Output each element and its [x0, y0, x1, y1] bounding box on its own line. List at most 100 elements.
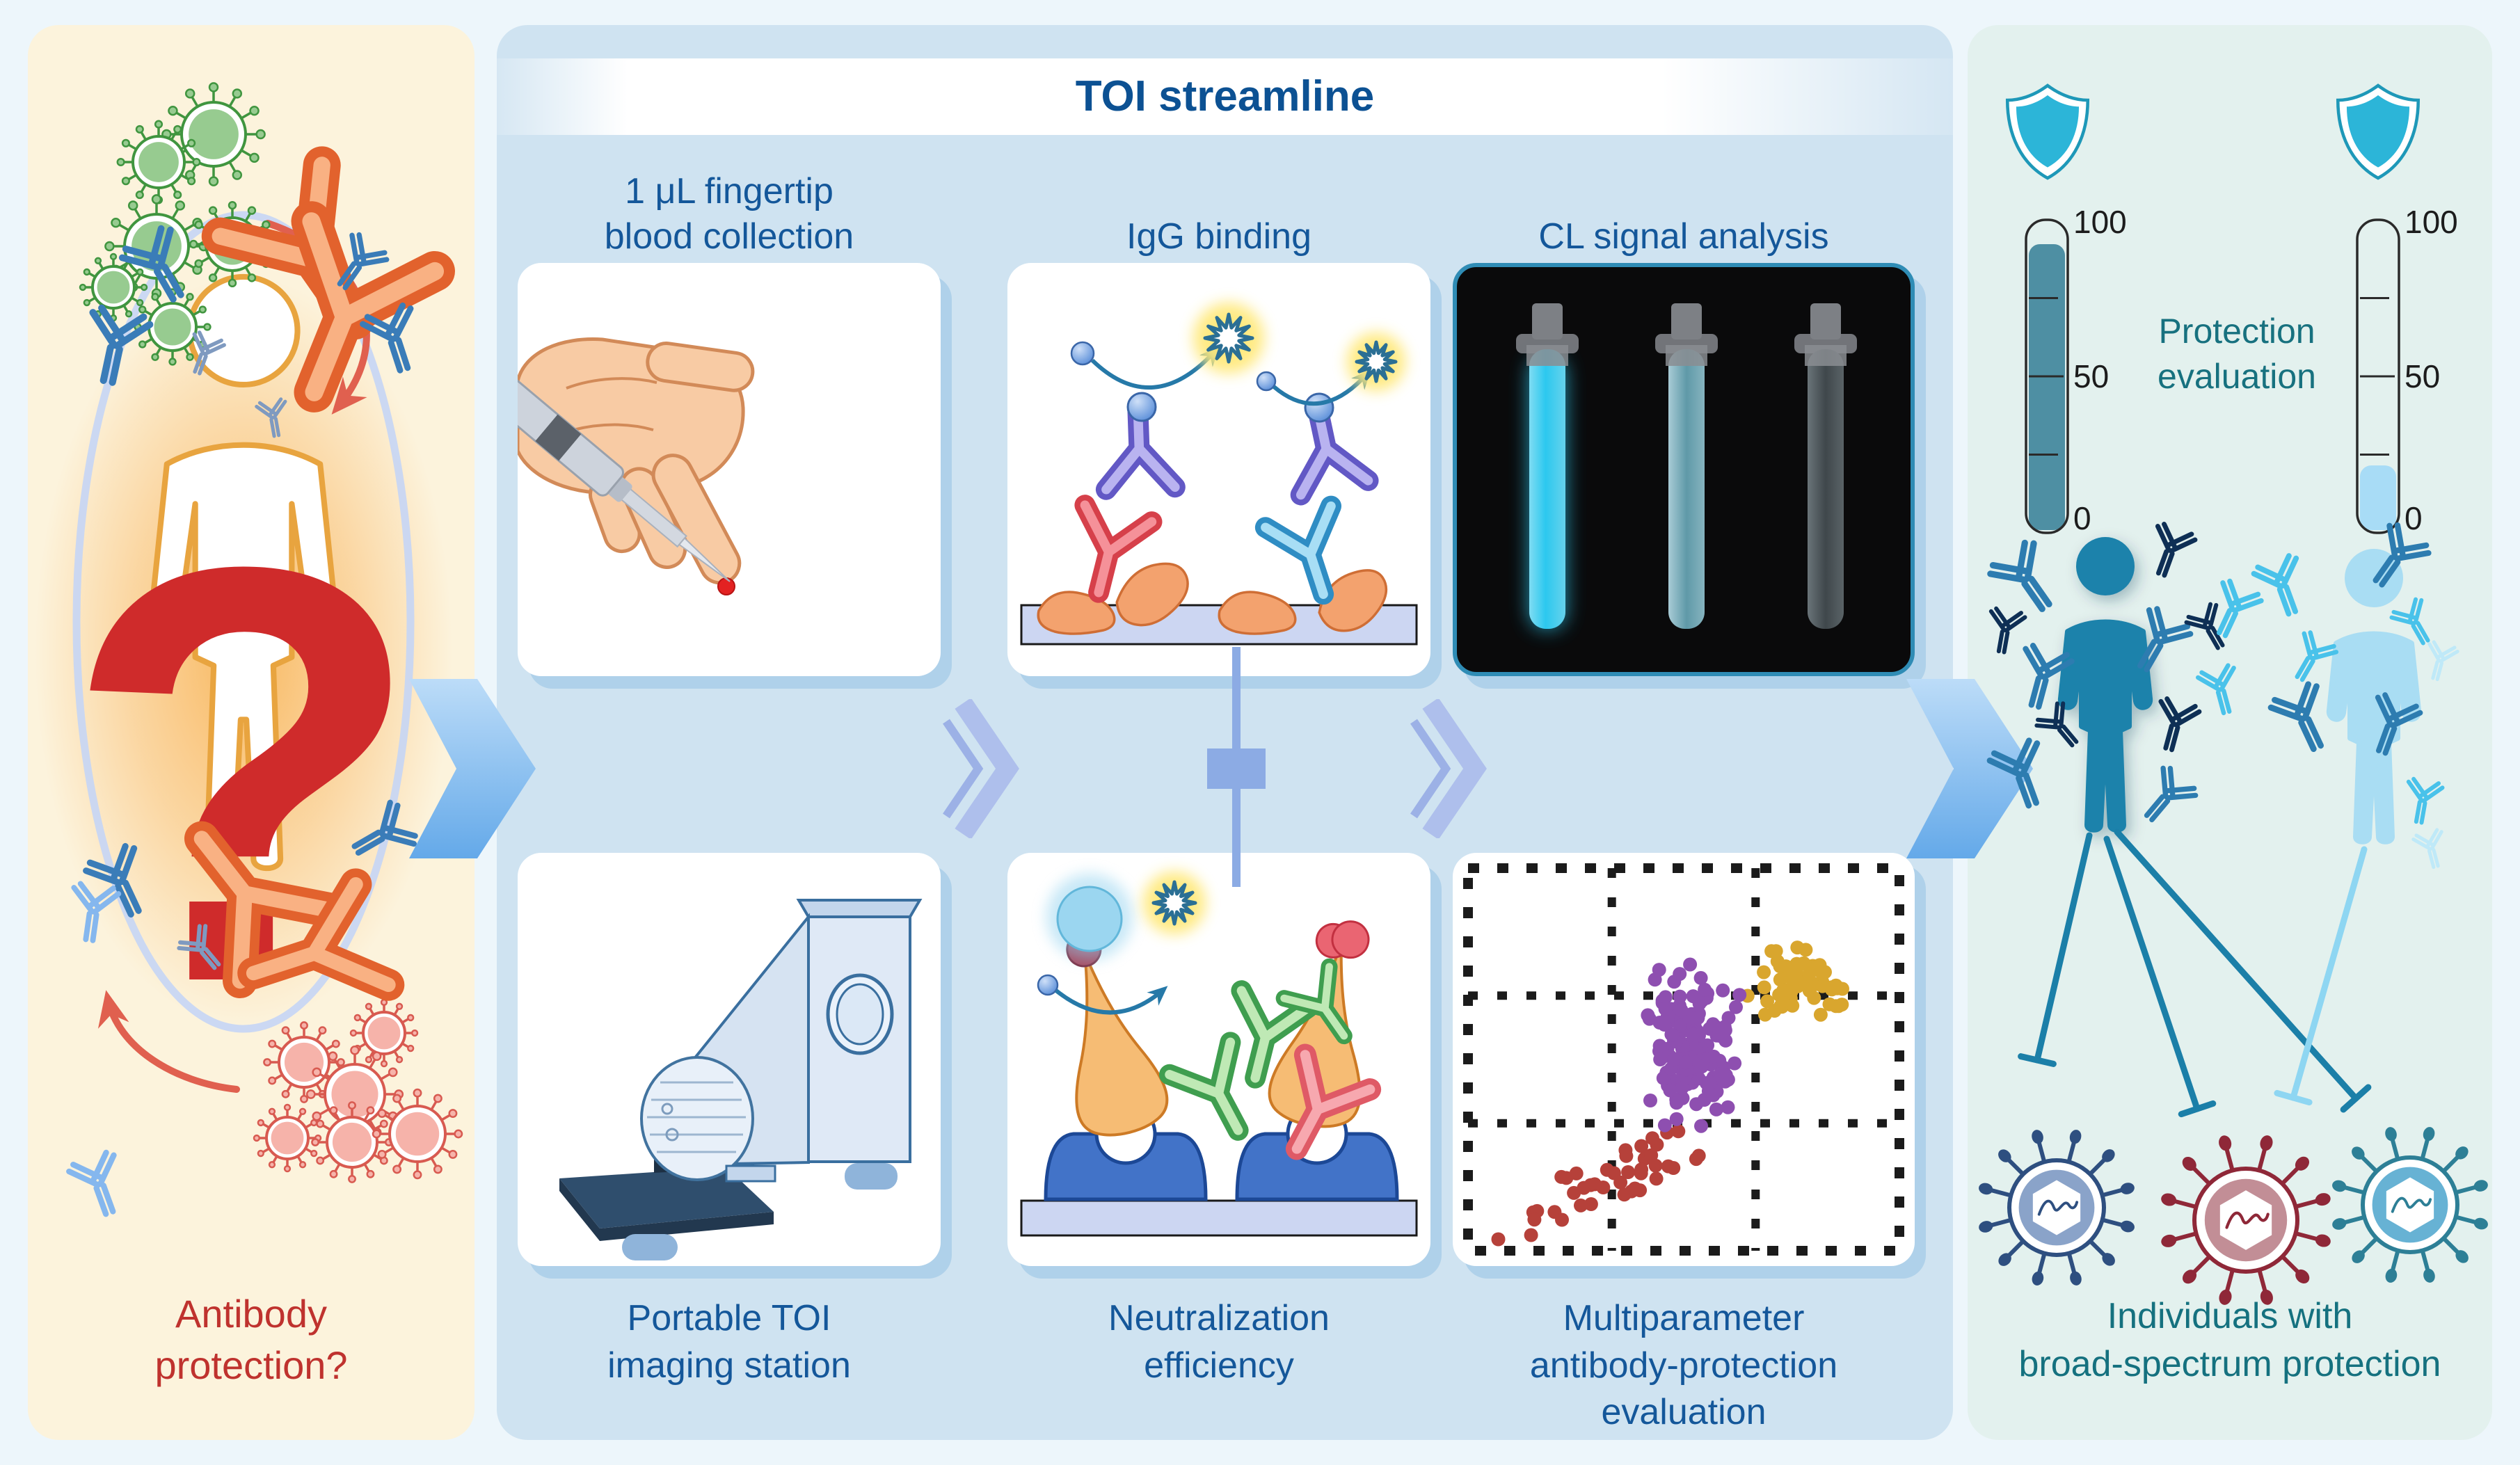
virus-icon [79, 253, 148, 322]
antibody-icon [2184, 602, 2225, 650]
porthole-inner [836, 983, 884, 1046]
gauge-label: Protection evaluation [2158, 312, 2316, 396]
antibody-icon [255, 397, 287, 438]
antibody-icon [66, 1149, 117, 1217]
antibody-icon [2411, 828, 2443, 870]
foot [845, 1163, 898, 1190]
card-neutralization [1007, 853, 1430, 1266]
virus-icon [116, 120, 201, 205]
lens-screw [661, 1103, 673, 1115]
gauge-tick-0: 0 [2405, 500, 2423, 536]
tube-no-signal [1794, 303, 1857, 629]
antibody-icon [2373, 522, 2432, 588]
step-label-cl-signal: CL signal analysis [1538, 216, 1829, 257]
grid-lines [1468, 868, 1899, 1251]
antibody-icon [2406, 776, 2445, 825]
antibody-icon [237, 868, 405, 1001]
virus-icon [253, 1103, 322, 1173]
shield-icon [2338, 86, 2418, 178]
chevron-next-icon [943, 699, 1019, 838]
foot [622, 1234, 678, 1260]
antibody-icon [360, 302, 414, 374]
substrate-molecule-icon [1037, 974, 1059, 996]
step-label-evaluation: Multiparameter antibody-protection evalu… [1529, 1298, 1838, 1433]
gauge-tick-100: 100 [2405, 204, 2458, 240]
plus-icon [1207, 647, 1266, 887]
right-panel-caption: Individuals with broad-spectrum protecti… [2018, 1296, 2441, 1384]
antibody-icon [2034, 701, 2079, 748]
person-protected-icon [2061, 540, 2150, 830]
antibody-icon [2217, 578, 2264, 639]
right-panel-illustration [1979, 25, 2488, 1305]
antibody-icon [2137, 606, 2194, 673]
left-panel-caption: Antibody protection? [154, 1292, 348, 1387]
flow-arrow-icon [409, 679, 536, 858]
antibody-icon [2295, 630, 2339, 682]
palm-creases [566, 377, 657, 431]
antibody-group [66, 146, 455, 1217]
lens-screw [665, 1128, 679, 1142]
substrate [1020, 1199, 1418, 1237]
card-igg-binding [1007, 263, 1430, 676]
flow-arrow-icon [1906, 679, 2033, 858]
antigen-blobs [1037, 562, 1388, 635]
step-label-blood-collection: 1 μL fingertip blood collection [604, 170, 854, 257]
antibody-icon [1231, 980, 1319, 1089]
streamline-banner: TOI streamline [497, 58, 1953, 135]
blood-drop-icon [717, 577, 735, 595]
substrate-molecule-icon [1070, 341, 1095, 366]
antibody-icon [351, 799, 418, 856]
virus-icon [2161, 1135, 2331, 1305]
person-weak-protection-icon [2329, 552, 2418, 842]
reaction-arrow-icon [1090, 346, 1220, 390]
virus-group [79, 82, 463, 1183]
step-label-imaging-station: Portable TOI imaging station [607, 1298, 851, 1386]
step-label-igg-binding: IgG binding [1126, 216, 1311, 257]
antibody-icon [337, 232, 390, 291]
bracket [725, 1164, 776, 1183]
antibody-icon [2155, 521, 2198, 578]
pipette-icon [518, 378, 731, 582]
antibody-icon [118, 225, 184, 303]
chemiluminescence-burst-icon [1347, 333, 1405, 391]
antibody-icon [2144, 765, 2199, 823]
imaging-station-illustration [559, 899, 923, 1260]
antibody-icon [1095, 397, 1186, 500]
tube-strong-signal [1516, 303, 1579, 629]
scatter-plot [1463, 863, 1904, 1256]
tray-edge [600, 1212, 774, 1241]
bound-antibodies [1074, 392, 1379, 605]
hand-pipette-illustration [518, 337, 755, 595]
antibody-icon [1987, 539, 2052, 612]
card-imaging-station [518, 853, 941, 1266]
tray-edge [559, 1178, 600, 1241]
inhibition-lines [2018, 828, 2372, 1118]
protection-gauge [2025, 218, 2069, 534]
igg-binding-illustration [1020, 303, 1418, 646]
protection-dome-arc [72, 211, 415, 1033]
antibody-icon [2389, 597, 2430, 646]
chevron-next-icon [1410, 699, 1487, 838]
virus-icon [2332, 1127, 2488, 1283]
reaction-arrow-icon [1273, 369, 1371, 406]
sample-tray [559, 1167, 774, 1228]
antibody-group [1986, 521, 2459, 870]
chemiluminescence-burst-icon [1143, 872, 1206, 934]
antibody-icon [2251, 553, 2299, 617]
antibody-icon [1988, 606, 2027, 655]
antibody-icon [2158, 696, 2202, 753]
left-panel-illustration: ? [35, 82, 463, 1217]
gauge-fills [2029, 243, 2396, 530]
gauge-tick-0: 0 [2073, 500, 2091, 536]
reaction-arrow-icon [1055, 986, 1168, 1015]
step-label-neutralization: Neutralization efficiency [1108, 1298, 1330, 1386]
chemiluminescence-burst-icon [1193, 303, 1264, 374]
antibody-icon [2427, 640, 2459, 682]
gauge-tick-50: 50 [2405, 358, 2441, 394]
protection-gauge [2356, 218, 2400, 534]
antibody-icon [2375, 692, 2423, 756]
virus-exposure-arrow-icon [97, 990, 240, 1093]
antibody-icon [2023, 643, 2075, 710]
virus-icon [263, 1021, 345, 1103]
